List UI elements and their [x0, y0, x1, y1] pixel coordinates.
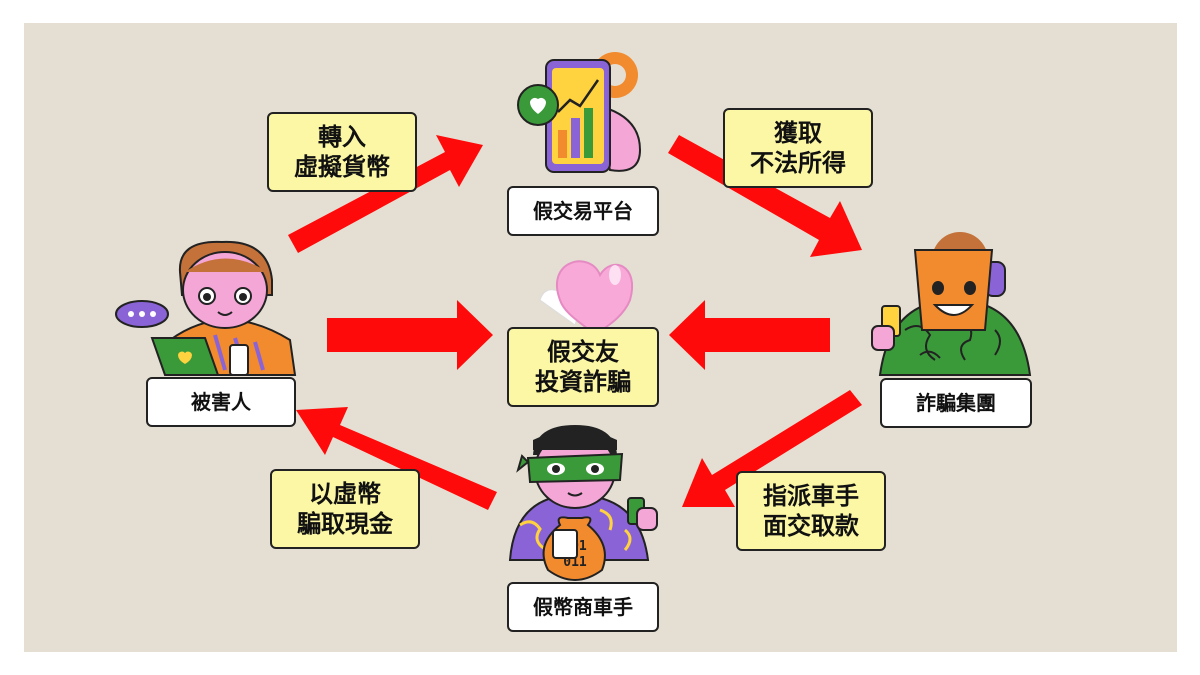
arrow-victim-to-platform [288, 135, 483, 253]
phone-trading-chart-icon [517, 52, 642, 173]
pink-heart-icon [539, 260, 633, 337]
arrow-platform-to-syndicate [668, 135, 862, 257]
bandit-with-money-bag-icon: 101 011 [508, 425, 658, 581]
node-scam-line1: 假交友 [547, 338, 619, 366]
node-victim-label: 被害人 [191, 389, 251, 414]
label-syndicate-to-dealer: 指派車手 面交取款 [736, 471, 886, 551]
label-syndicate-to-dealer-line2: 面交取款 [763, 512, 859, 540]
label-victim-to-platform: 轉入 虛擬貨幣 [267, 112, 417, 192]
arrow-syndicate-to-scam [669, 300, 830, 370]
node-dealer-label: 假幣商車手 [533, 594, 633, 619]
node-dealer: 假幣商車手 [507, 582, 659, 632]
arrow-syndicate-to-dealer [682, 390, 862, 507]
arrow-dealer-to-victim [296, 407, 497, 510]
label-platform-to-syndicate-line1: 獲取 [774, 119, 822, 147]
person-with-laptop-icon [115, 240, 297, 376]
node-scam-line2: 投資詐騙 [535, 368, 631, 396]
label-syndicate-to-dealer-line1: 指派車手 [763, 482, 859, 510]
label-dealer-to-victim: 以虛幣 騙取現金 [270, 469, 420, 549]
label-dealer-to-victim-line1: 以虛幣 [309, 480, 381, 508]
node-syndicate-label: 詐騙集團 [916, 390, 996, 415]
masked-person-with-phone-icon [871, 232, 1032, 376]
label-dealer-to-victim-line2: 騙取現金 [297, 510, 393, 538]
label-platform-to-syndicate-line2: 不法所得 [750, 149, 846, 177]
node-victim: 被害人 [146, 377, 296, 427]
label-victim-to-platform-line2: 虛擬貨幣 [294, 153, 390, 181]
node-platform-label: 假交易平台 [533, 198, 633, 223]
node-syndicate: 詐騙集團 [880, 378, 1032, 428]
node-scam: 假交友 投資詐騙 [507, 327, 659, 407]
label-victim-to-platform-line1: 轉入 [318, 123, 366, 151]
label-platform-to-syndicate: 獲取 不法所得 [723, 108, 873, 188]
arrow-victim-to-scam [327, 300, 493, 370]
node-platform: 假交易平台 [507, 186, 659, 236]
